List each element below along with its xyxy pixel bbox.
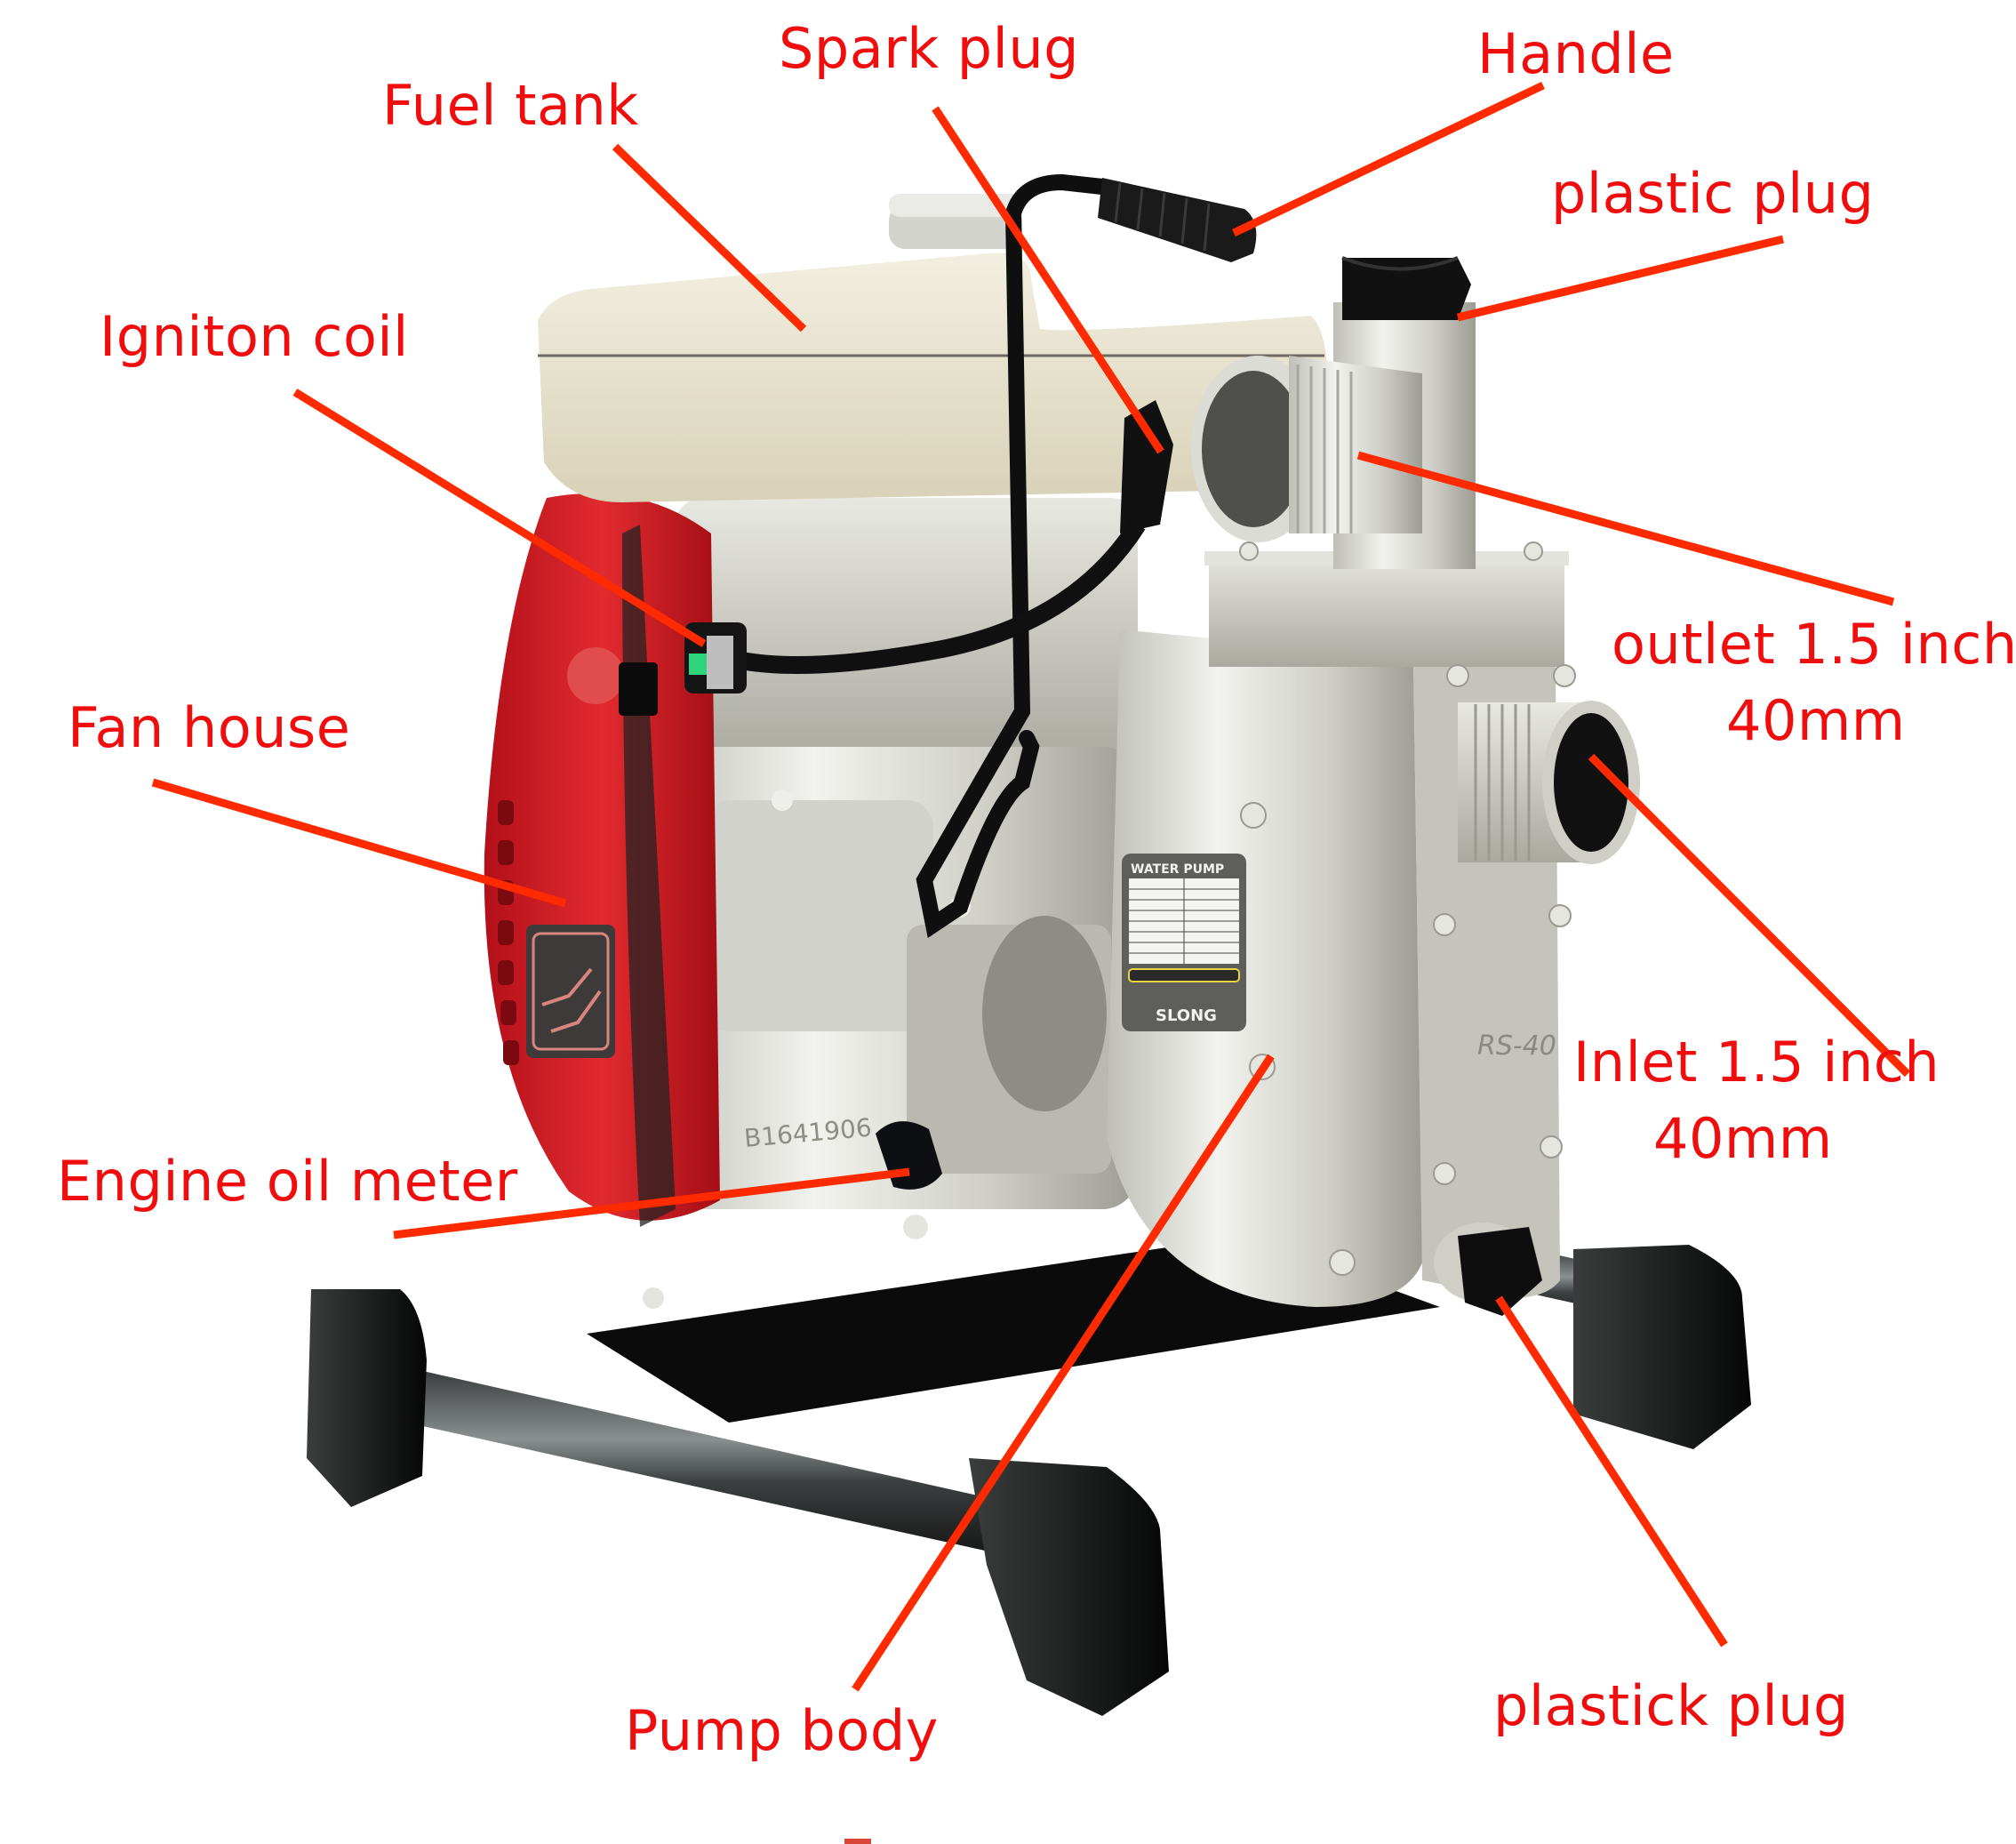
handle-grip (1098, 178, 1257, 262)
label-fan-house: Fan house (68, 695, 351, 760)
leader-plastic-plug-top (1456, 235, 1785, 322)
label-fuel-tank: Fuel tank (382, 73, 639, 138)
label-plastic-plug-top: plastic plug (1551, 161, 1875, 226)
rubber-foot-front (969, 1458, 1169, 1716)
leader-outlet (1356, 451, 1895, 606)
leader-ignition-coil (292, 389, 707, 647)
spark-plug-cap (726, 400, 1173, 674)
pump-body: RS-40 (1107, 256, 1640, 1316)
label-pump-body: Pump body (625, 1698, 939, 1763)
nameplate-brand: SLONG (1156, 1006, 1217, 1025)
label-handle: Handle (1477, 21, 1675, 86)
label-spark-plug: Spark plug (779, 16, 1080, 81)
leader-plastick-plug-bottom (1495, 1295, 1728, 1648)
label-engine-oil-meter: Engine oil meter (57, 1149, 518, 1214)
leader-handle (1232, 81, 1545, 237)
plastic-plug-top (1342, 258, 1471, 320)
fan-house (484, 493, 720, 1227)
label-ignition-coil: Igniton coil (100, 304, 409, 369)
label-inlet-size-mm: 40mm (1653, 1106, 1833, 1171)
leader-inlet (1588, 753, 1911, 1078)
rubber-foot-left (307, 1289, 427, 1507)
base-frame (307, 1236, 1751, 1716)
leader-pump-body (852, 1054, 1275, 1692)
nameplate-title: WATER PUMP (1131, 862, 1224, 877)
label-outlet-size-mm: 40mm (1726, 688, 1906, 753)
leader-fan-house (151, 778, 567, 908)
handle (916, 173, 1257, 938)
casting-model-mark: RS-40 (1477, 1030, 1556, 1062)
label-inlet: Inlet 1.5 inch (1573, 1030, 1940, 1094)
label-outlet: outlet 1.5 inch (1612, 612, 2016, 677)
leader-spark-plug (932, 106, 1164, 454)
rubber-foot-rear (1573, 1245, 1751, 1449)
fan-vents (498, 800, 519, 1065)
plastic-plug-bottom (1458, 1227, 1542, 1316)
fuel-valve-knob (567, 647, 624, 704)
leader-engine-oil-meter (393, 1167, 910, 1239)
nameplate: WATER PUMP SLONG (1122, 854, 1246, 1031)
label-plastick-plug-bottom: plastick plug (1493, 1673, 1849, 1738)
leader-lines (151, 81, 1911, 1692)
leader-fuel-tank (612, 143, 807, 333)
tube-rail (347, 1356, 1049, 1565)
footer-mark (844, 1839, 871, 1844)
